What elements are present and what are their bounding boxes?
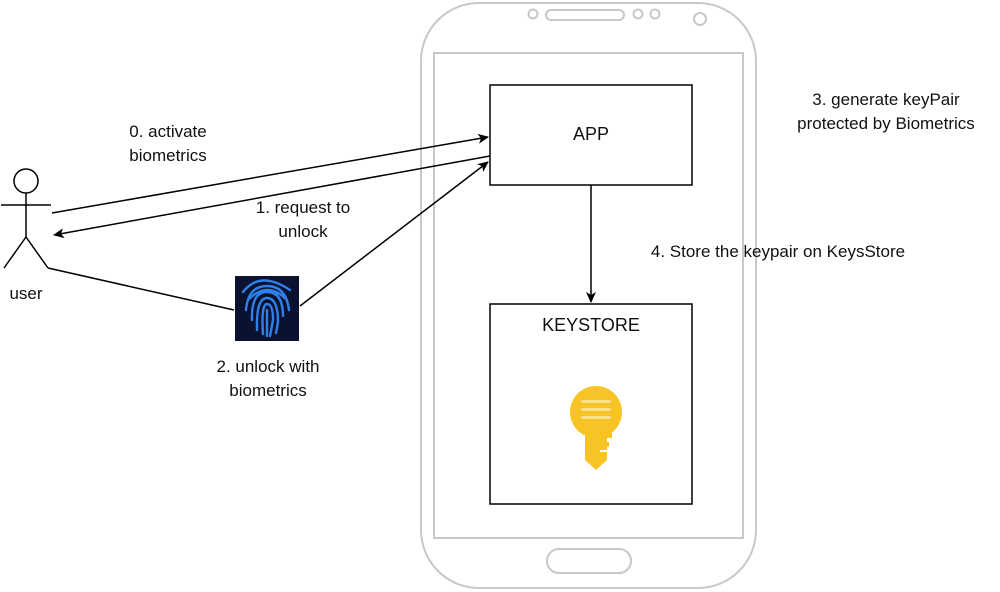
home-button [546,548,632,574]
key-icon [570,386,622,470]
sensor-dot [632,8,644,20]
step-2-label: 2. unlock with biometrics [216,357,320,400]
user-actor-icon [1,168,51,269]
step-1-label: 1. request to unlock [255,198,351,241]
user-to-fingerprint-line [47,267,235,311]
sensor-dot [649,8,661,20]
user-label: user [9,284,43,303]
step-3-label: 3. generate keyPair protected by Biometr… [797,90,975,133]
step-0-label: 0. activate biometrics [129,122,207,165]
speaker-slot [545,9,625,21]
front-camera [527,8,539,20]
fingerprint-icon [235,276,299,341]
unlock-arrow [299,161,489,307]
keystore-label: KEYSTORE [542,315,640,335]
sensor-dot [693,12,707,26]
request-unlock-arrow [53,155,491,239]
activate-arrow [51,133,489,214]
app-label: APP [572,124,610,144]
step-4-label: 4. Store the keypair on KeysStore [650,242,906,261]
app-box [489,84,693,186]
